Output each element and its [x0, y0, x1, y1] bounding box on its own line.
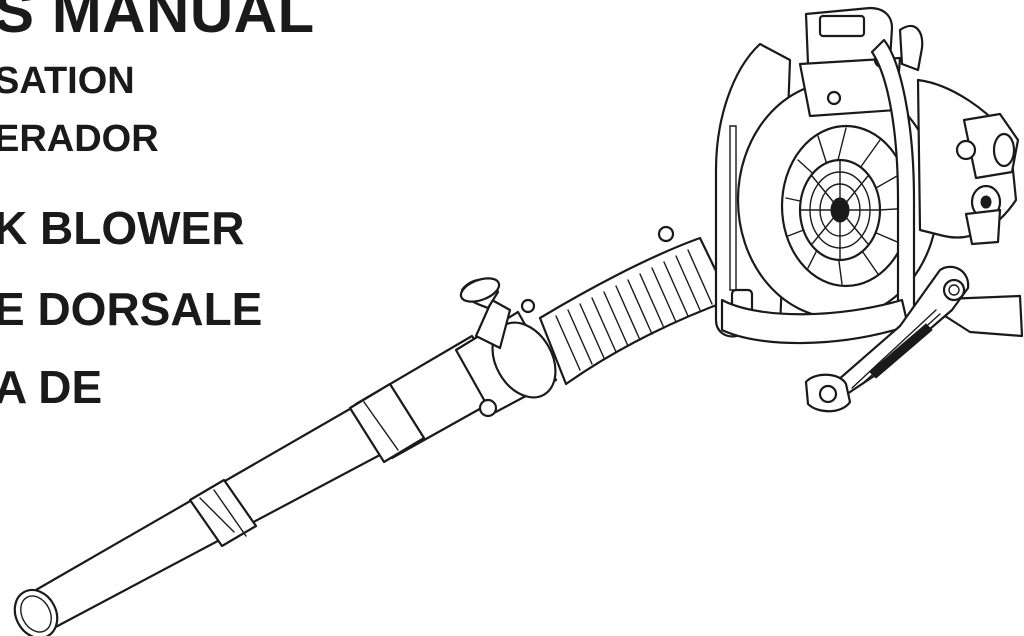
- title-line-manual: S MANUAL: [0, 0, 315, 45]
- product-name-english: K BLOWER: [0, 202, 245, 254]
- product-name-spanish: A DE: [0, 361, 103, 413]
- flex-hose: [538, 225, 732, 386]
- product-name-french: E DORSALE: [0, 283, 263, 335]
- blow-tube: [13, 277, 558, 636]
- title-line-french-fragment: SATION: [0, 60, 135, 102]
- title-line-spanish-fragment: ERADOR: [0, 118, 159, 160]
- backpack-frame: [714, 6, 1024, 413]
